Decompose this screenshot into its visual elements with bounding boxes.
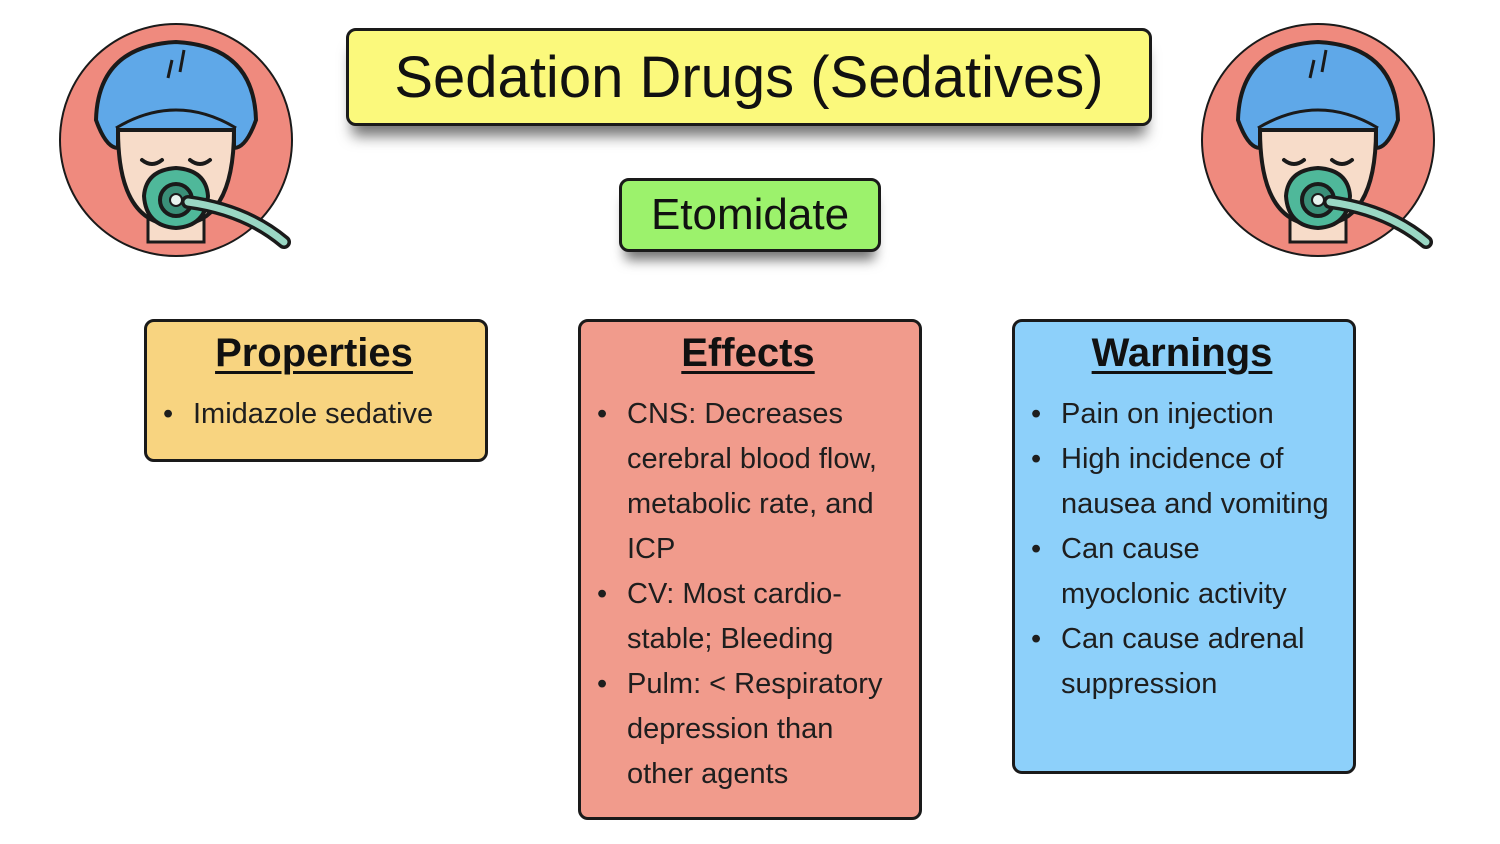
effects-heading: Effects	[681, 331, 815, 375]
properties-card: Properties Imidazole sedative	[144, 319, 488, 462]
page-title: Sedation Drugs (Sedatives)	[346, 28, 1152, 126]
effects-list: CNS: Decreases cerebral blood flow, meta…	[595, 392, 901, 797]
warnings-card: Warnings Pain on injection High incidenc…	[1012, 319, 1356, 774]
patient-with-oxygen-mask-icon	[1201, 23, 1435, 257]
properties-heading: Properties	[215, 331, 413, 375]
effects-item: Pulm: < Respiratory depression than othe…	[595, 662, 901, 797]
warnings-item: High incidence of nausea and vomiting	[1029, 437, 1335, 527]
page-title-text: Sedation Drugs (Sedatives)	[394, 44, 1104, 110]
warnings-list: Pain on injection High incidence of naus…	[1029, 392, 1335, 707]
effects-item: CV: Most cardio-stable; Bleeding	[595, 572, 901, 662]
warnings-item: Pain on injection	[1029, 392, 1335, 437]
warnings-heading: Warnings	[1091, 331, 1273, 375]
properties-item: Imidazole sedative	[161, 392, 467, 437]
drug-name-box: Etomidate	[619, 178, 881, 252]
effects-item: CNS: Decreases cerebral blood flow, meta…	[595, 392, 901, 572]
warnings-item: Can cause adrenal suppression	[1029, 617, 1335, 707]
patient-with-oxygen-mask-icon	[59, 23, 293, 257]
effects-card: Effects CNS: Decreases cerebral blood fl…	[578, 319, 922, 820]
drug-name: Etomidate	[650, 190, 850, 239]
properties-list: Imidazole sedative	[161, 392, 467, 437]
warnings-item: Can cause myoclonic activity	[1029, 527, 1335, 617]
